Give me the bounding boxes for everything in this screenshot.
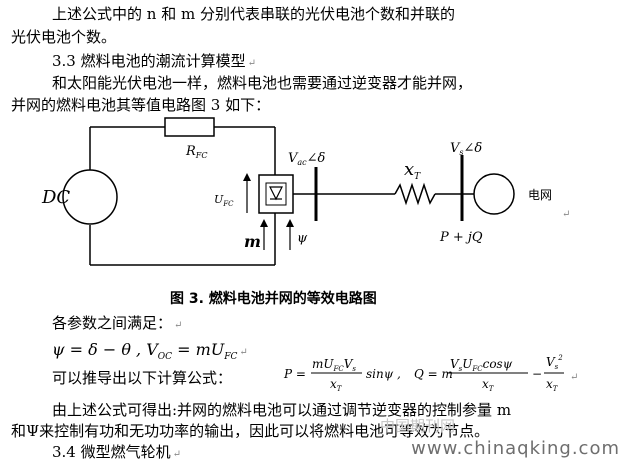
- reactance-xt: [394, 182, 436, 206]
- svg-text:Vac∠δ: Vac∠δ: [288, 151, 326, 167]
- equivalent-circuit-diagram: RFC DC UFC m ψ Vac∠δ xT Vs∠δ P + jQ 电网 ↵: [41, 117, 570, 266]
- section-heading-3-3: 3.3 燃料电池的潮流计算模型↵: [52, 52, 257, 70]
- inverter-icon: [258, 174, 294, 214]
- svg-text:mUFCVs: mUFCVs: [312, 357, 356, 373]
- dc-label: DC: [41, 187, 70, 208]
- svg-text:↵: ↵: [562, 209, 570, 220]
- svg-text:xT: xT: [404, 159, 421, 182]
- equation-1: ψ = δ − θ , VOC = mUFC↵: [52, 340, 248, 363]
- grid-label: 电网: [528, 188, 552, 202]
- paragraph-line: 各参数之间满足：↵: [52, 314, 183, 332]
- paragraph-line: 可以推导出以下计算公式：: [52, 369, 233, 387]
- svg-text:P =: P =: [283, 367, 306, 381]
- power-formulas: P = mUFCVs xT sinψ , Q = m VsUFCcosψ xT …: [283, 354, 578, 393]
- watermark-faint: 中国期刊网: [380, 417, 456, 435]
- svg-text:sinψ ,: sinψ ,: [366, 367, 401, 381]
- svg-text:−: −: [532, 367, 542, 381]
- svg-text:ψ: ψ: [297, 231, 308, 246]
- svg-text:Q = m: Q = m: [414, 367, 453, 381]
- paragraph-line: 和太阳能光伏电池一样，燃料电池也需要通过逆变器才能并网，: [52, 74, 473, 92]
- svg-text:↵: ↵: [570, 372, 578, 383]
- section-heading-3-4: 3.4 微型燃气轮机↵: [52, 443, 182, 461]
- paragraph-line: 由上述公式可得出:并网的燃料电池可以通过调节逆变器的控制参量 m: [52, 401, 512, 419]
- paragraph-line: 光伏电池个数。: [11, 28, 117, 46]
- svg-text:xT: xT: [482, 377, 495, 393]
- figure-caption: 图 3. 燃料电池并网的等效电路图: [170, 291, 377, 307]
- dc-source-icon: [62, 169, 118, 225]
- svg-text:P + jQ: P + jQ: [439, 230, 483, 245]
- svg-text:VsUFCcosψ: VsUFCcosψ: [450, 357, 513, 373]
- paragraph-line: 并网的燃料电池其等值电路图 3 如下：: [11, 96, 271, 114]
- resistor-rfc: [164, 117, 215, 137]
- svg-text:m: m: [244, 232, 261, 251]
- svg-text:xT: xT: [330, 377, 343, 393]
- svg-text:xT: xT: [546, 377, 559, 393]
- svg-text:Vs∠δ: Vs∠δ: [450, 141, 482, 157]
- paragraph-line: 上述公式中的 n 和 m 分别代表串联的光伏电池个数和并联的: [52, 5, 455, 23]
- paragraph-line: 和Ψ来控制有功和无功功率的输出，因此可以将燃料电池可等效为节点。: [11, 422, 490, 440]
- svg-text:UFC: UFC: [214, 193, 234, 208]
- grid-source-icon: [473, 173, 515, 215]
- svg-text:Vs2: Vs2: [546, 354, 563, 371]
- svg-text:RFC: RFC: [185, 144, 207, 160]
- watermark-site: www.chinaqking.com: [411, 438, 620, 459]
